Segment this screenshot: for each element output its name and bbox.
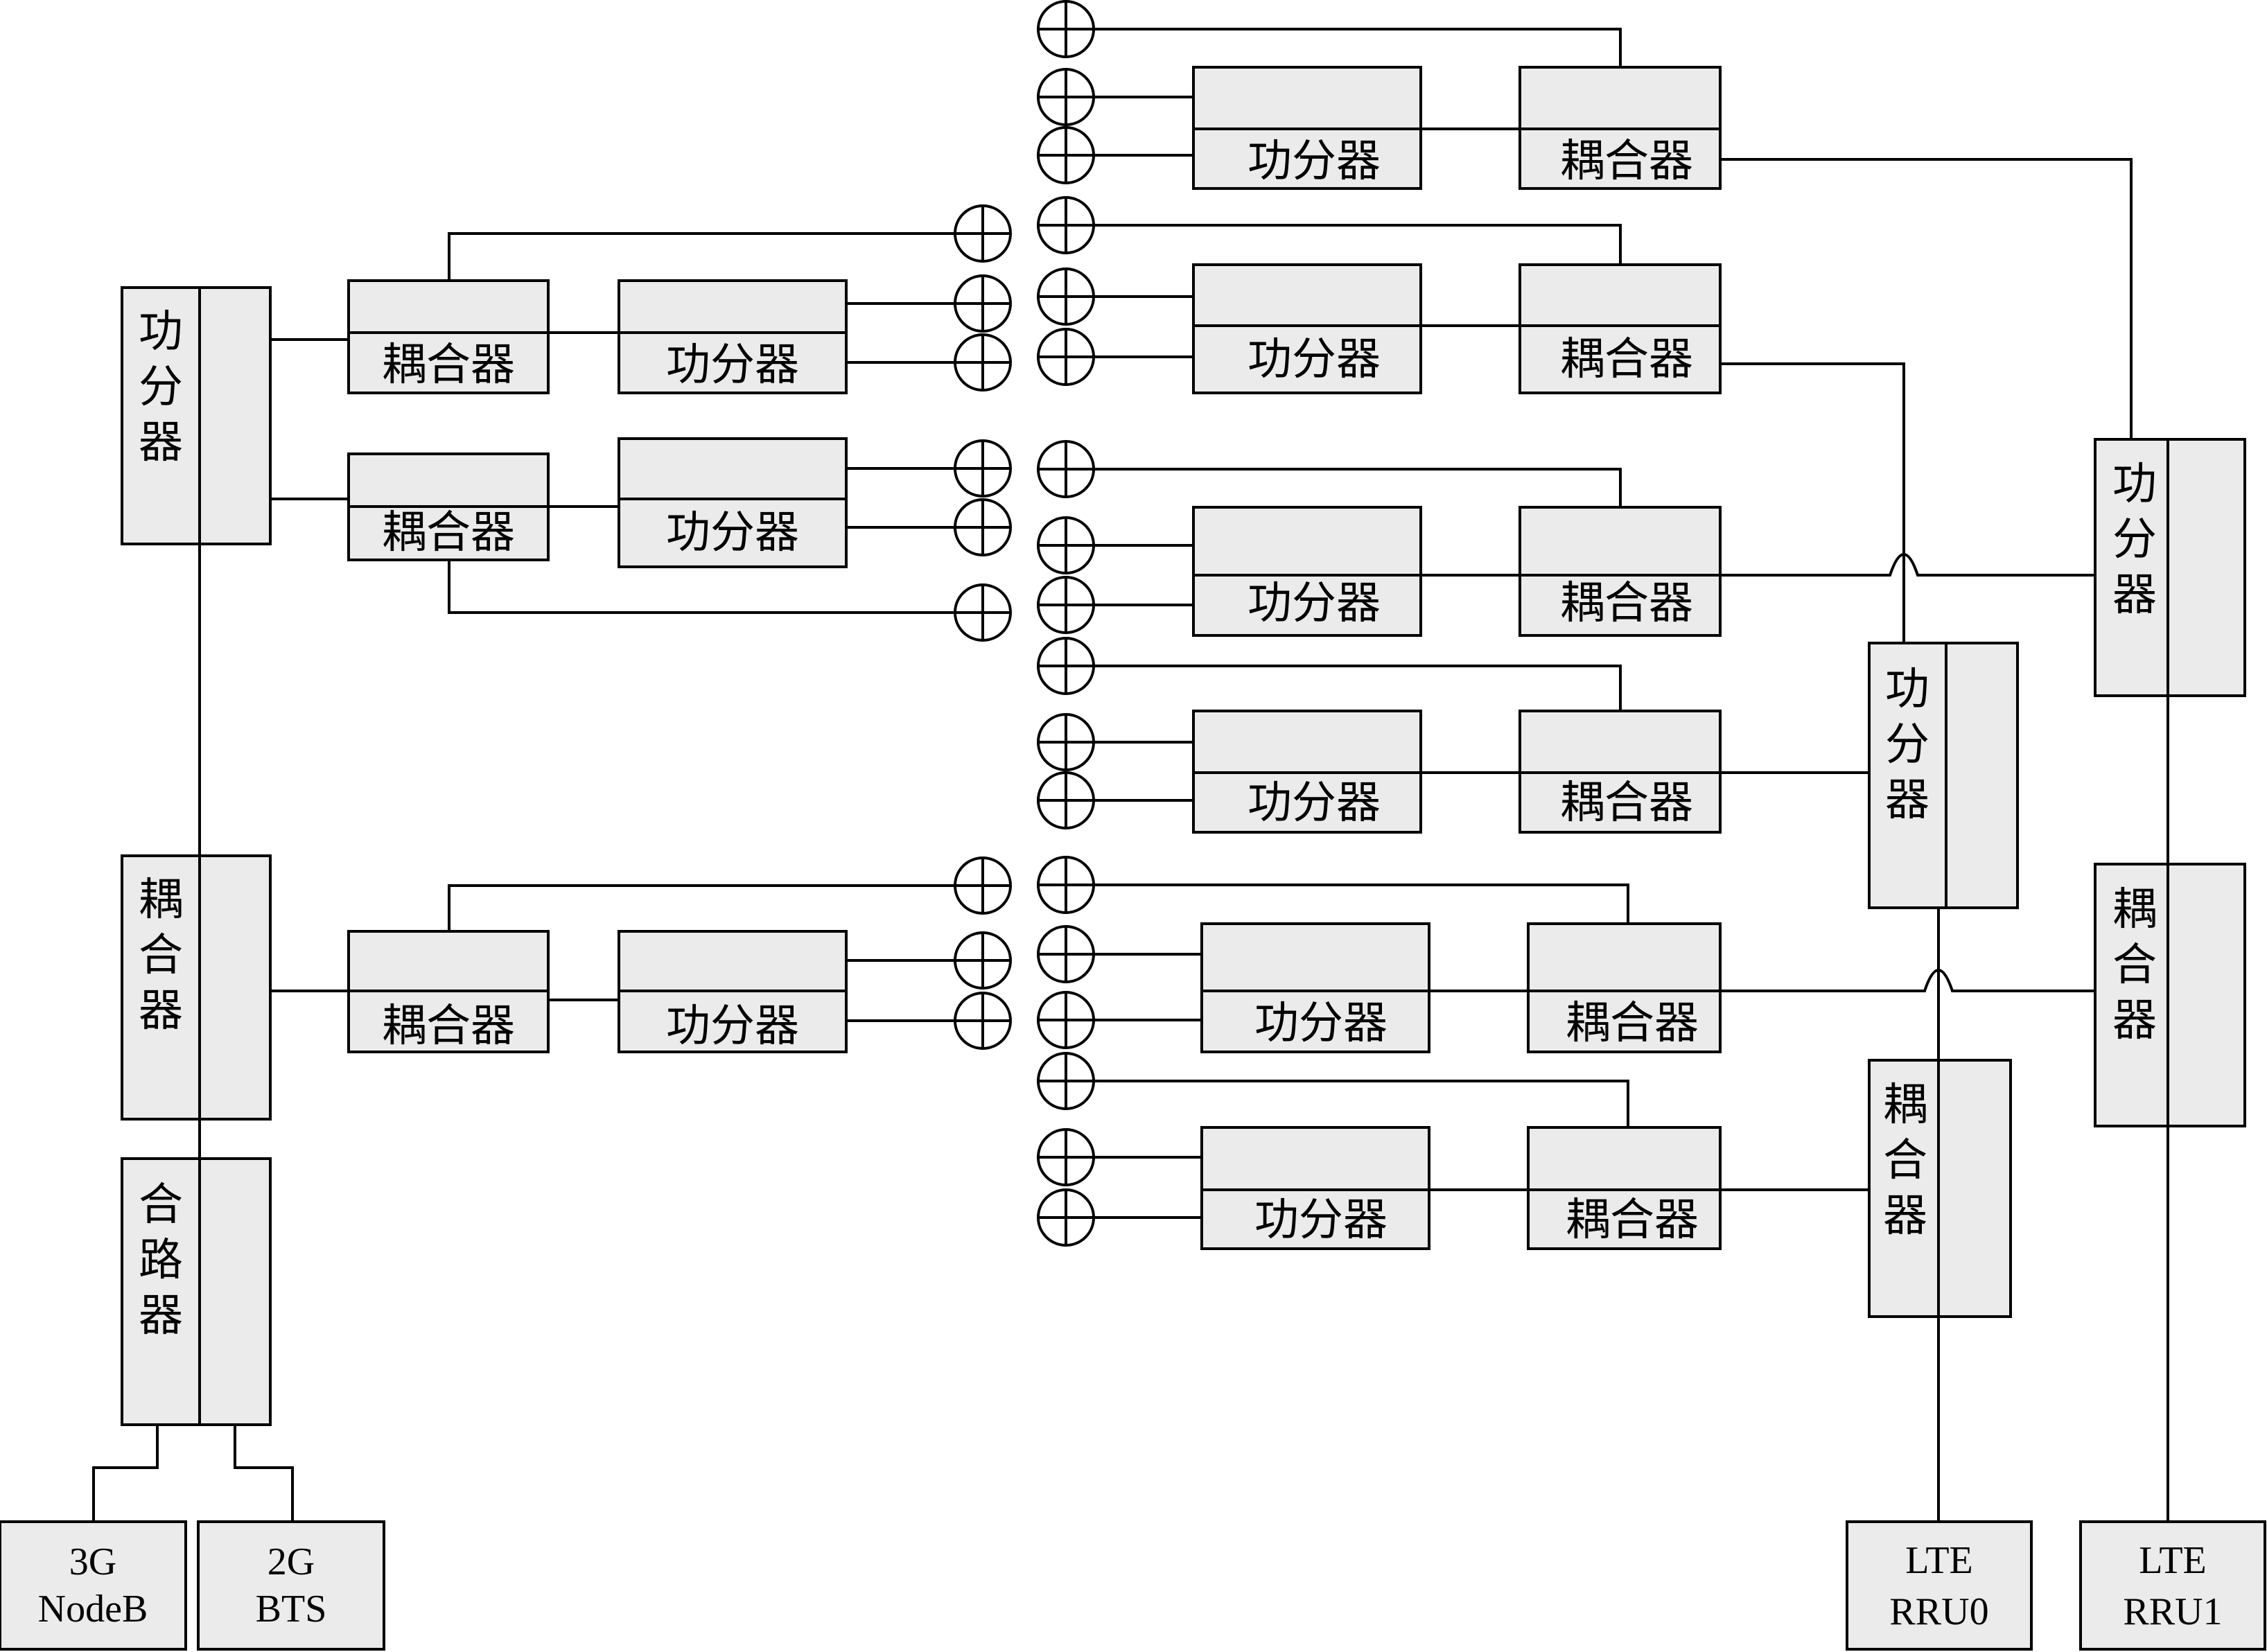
right-splitter-0: 功分器 bbox=[1868, 642, 2019, 909]
antenna-icon bbox=[1037, 1128, 1095, 1186]
antenna-icon bbox=[954, 439, 1012, 498]
splitter-rd: 功分器 bbox=[1192, 710, 1422, 834]
left-power-splitter-char-1: 功分器 bbox=[139, 307, 183, 467]
antenna-icon bbox=[954, 498, 1012, 556]
coupler-rb: 耦合器 bbox=[1518, 263, 1722, 394]
right-coupler-1: 耦合器 bbox=[2094, 863, 2246, 1127]
right-splitter-1-label: 功分器 bbox=[2112, 459, 2157, 620]
antenna-icon bbox=[954, 931, 1012, 990]
antenna-icon bbox=[1037, 68, 1095, 126]
coupler-rd: 耦合器 bbox=[1518, 710, 1722, 834]
coupler-ra-label: 耦合器 bbox=[1560, 137, 1693, 186]
coupler-ra: 耦合器 bbox=[1518, 66, 1722, 190]
coupler-rb-label: 耦合器 bbox=[1560, 335, 1693, 384]
splitter-rf-label: 功分器 bbox=[1254, 1195, 1388, 1245]
right-coupler-0-label: 耦合器 bbox=[1883, 1080, 1927, 1240]
splitter-ra: 功分器 bbox=[1192, 66, 1422, 190]
rru0-line2: RRU0 bbox=[1889, 1590, 1988, 1633]
splitter-rc-label: 功分器 bbox=[1248, 579, 1381, 628]
splitter-l3: 功分器 bbox=[618, 930, 848, 1053]
splitter-l2-label: 功分器 bbox=[666, 508, 799, 557]
antenna-icon bbox=[1037, 1188, 1095, 1247]
splitter-rb-label: 功分器 bbox=[1248, 335, 1381, 384]
splitter-ra-label: 功分器 bbox=[1248, 137, 1381, 186]
combiner: 合路器 bbox=[121, 1157, 272, 1426]
left-power-splitter: 功分器 bbox=[121, 286, 272, 545]
antenna-icon bbox=[954, 583, 1012, 642]
coupler-rf-label: 耦合器 bbox=[1566, 1195, 1699, 1245]
splitter-rf: 功分器 bbox=[1200, 1126, 1430, 1250]
splitter-rc: 功分器 bbox=[1192, 506, 1422, 637]
antenna-icon bbox=[1037, 328, 1095, 386]
left-coupler-label: 耦合器 bbox=[139, 875, 183, 1035]
coupler-rc-label: 耦合器 bbox=[1560, 579, 1693, 628]
splitter-rb: 功分器 bbox=[1192, 263, 1422, 394]
rru0-line1: LTE bbox=[1905, 1539, 1972, 1582]
antenna-icon bbox=[954, 274, 1012, 333]
coupler-l1-label: 耦合器 bbox=[382, 340, 515, 389]
antenna-icon bbox=[1037, 925, 1095, 983]
source-lte-rru1: LTE RRU1 bbox=[2079, 1520, 2266, 1651]
coupler-re: 耦合器 bbox=[1527, 922, 1722, 1053]
coupler-l1: 耦合器 bbox=[347, 279, 550, 394]
antenna-icon bbox=[1037, 126, 1095, 184]
coupler-l2-label: 耦合器 bbox=[382, 508, 515, 557]
splitter-re-label: 功分器 bbox=[1254, 999, 1388, 1048]
splitter-re: 功分器 bbox=[1200, 922, 1430, 1053]
wires bbox=[92, 28, 2169, 1522]
coupler-rd-label: 耦合器 bbox=[1560, 778, 1693, 827]
antenna-icon bbox=[954, 333, 1012, 392]
antennas bbox=[954, 0, 1095, 1247]
coupler-l2: 耦合器 bbox=[347, 452, 550, 561]
antenna-icon bbox=[1037, 196, 1095, 254]
antenna-icon bbox=[1037, 267, 1095, 326]
source-2g-bts: 2G BTS bbox=[197, 1520, 385, 1651]
components: 功分器 耦合器 合路器 耦合器 功分器 耦合器 bbox=[0, 66, 2266, 1651]
bts-line1: 2G bbox=[268, 1540, 315, 1583]
right-coupler-0: 耦合器 bbox=[1868, 1059, 2012, 1318]
coupler-re-label: 耦合器 bbox=[1566, 999, 1699, 1048]
coupler-rf: 耦合器 bbox=[1527, 1126, 1722, 1250]
antenna-icon bbox=[1037, 637, 1095, 695]
nodeb-line2: NodeB bbox=[38, 1588, 148, 1631]
coupler-rc: 耦合器 bbox=[1518, 506, 1722, 637]
coupler-l3-label: 耦合器 bbox=[382, 1001, 515, 1051]
splitter-l2: 功分器 bbox=[618, 437, 848, 568]
splitter-l3-label: 功分器 bbox=[666, 1001, 799, 1051]
antenna-icon bbox=[954, 856, 1012, 915]
antenna-icon bbox=[1037, 713, 1095, 771]
antenna-icon bbox=[1037, 771, 1095, 829]
antenna-icon bbox=[954, 992, 1012, 1050]
antenna-icon bbox=[1037, 516, 1095, 574]
rru1-line1: LTE bbox=[2139, 1539, 2206, 1582]
splitter-l1: 功分器 bbox=[618, 279, 848, 394]
right-splitter-0-label: 功分器 bbox=[1885, 665, 1929, 825]
source-lte-rru0: LTE RRU0 bbox=[1846, 1520, 2033, 1651]
antenna-icon bbox=[1037, 1052, 1095, 1110]
combiner-label: 合路器 bbox=[139, 1180, 183, 1340]
right-coupler-1-label: 耦合器 bbox=[2112, 885, 2157, 1045]
splitter-l1-label: 功分器 bbox=[666, 340, 799, 389]
source-3g-nodeb: 3G NodeB bbox=[0, 1520, 187, 1651]
antenna-icon bbox=[1037, 440, 1095, 498]
antenna-icon bbox=[1037, 0, 1095, 58]
splitter-rd-label: 功分器 bbox=[1248, 778, 1381, 827]
antenna-icon bbox=[954, 204, 1012, 263]
antenna-icon bbox=[1037, 856, 1095, 914]
left-coupler: 耦合器 bbox=[121, 854, 272, 1121]
bts-line2: BTS bbox=[256, 1588, 327, 1631]
nodeb-line1: 3G bbox=[69, 1540, 116, 1583]
coupler-l3: 耦合器 bbox=[347, 930, 550, 1053]
antenna-icon bbox=[1037, 991, 1095, 1049]
right-splitter-1: 功分器 bbox=[2094, 438, 2246, 697]
antenna-icon bbox=[1037, 576, 1095, 634]
rru1-line2: RRU1 bbox=[2123, 1590, 2222, 1633]
